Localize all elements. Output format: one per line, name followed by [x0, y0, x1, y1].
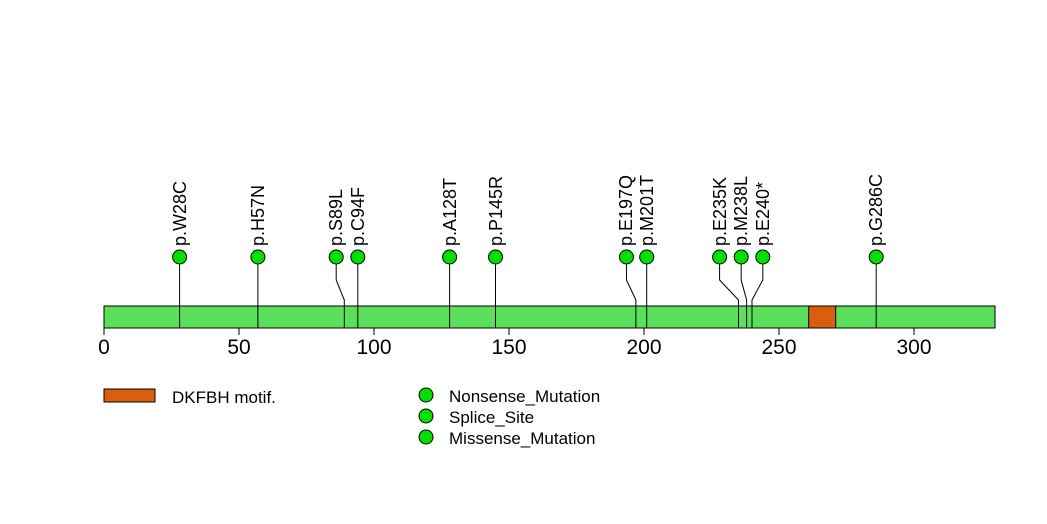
domain-dkfbh-motif- — [808, 305, 837, 329]
mutation-label: p.M238L — [731, 175, 752, 246]
mutation-label: p.C94F — [347, 186, 368, 246]
mutation-type-legend-dot — [418, 408, 434, 424]
mutation-point — [350, 249, 366, 265]
axis-tick-label: 300 — [896, 336, 932, 359]
mutation-stem — [719, 264, 739, 328]
mutation-point — [442, 249, 458, 265]
mutation-point — [328, 249, 344, 265]
mutation-label: p.P145R — [485, 175, 506, 246]
domain-legend-label: DKFBH motif. — [172, 388, 276, 407]
mutation-label: p.E235K — [709, 176, 730, 246]
mutation-point — [172, 249, 188, 265]
mutation-label: p.E197Q — [616, 174, 637, 246]
axis-tick-label: 50 — [227, 336, 251, 359]
legend-label-nonsense-mutation: Nonsense_Mutation — [449, 387, 601, 406]
mutation-label: p.S89L — [326, 188, 347, 246]
mutation-type-legend-dot — [418, 387, 434, 403]
domain-legend-swatch — [103, 388, 156, 403]
mutation-point — [250, 249, 266, 265]
legend-label-missense-mutation: Missense_Mutation — [449, 429, 596, 448]
mutation-point — [618, 249, 634, 265]
axis-tick-label: 100 — [356, 336, 392, 359]
mutation-point — [639, 249, 655, 265]
mutation-label: p.W28C — [169, 180, 190, 246]
axis-tick-label: 250 — [761, 336, 797, 359]
mutation-point — [868, 249, 884, 265]
mutation-stem — [625, 264, 637, 328]
mutation-stem — [751, 264, 764, 328]
mutation-stem — [740, 264, 748, 328]
mutation-stem — [335, 264, 345, 328]
axis-tick-label: 150 — [491, 336, 527, 359]
protein-bar — [103, 305, 996, 329]
mutation-label: p.G286C — [866, 173, 887, 246]
mutation-label: p.A128T — [439, 177, 460, 246]
mutation-label: p.E240* — [752, 181, 773, 246]
mutation-type-legend-dot — [418, 429, 434, 445]
mutation-point — [755, 249, 771, 265]
axis-tick-label: 200 — [626, 336, 662, 359]
mutation-point — [733, 249, 749, 265]
mutation-label: p.H57N — [247, 184, 268, 246]
mutation-point — [488, 249, 503, 265]
mutation-label: p.M201T — [636, 174, 657, 246]
legend-label-splice-site: Splice_Site — [449, 408, 535, 427]
mutation-point — [712, 249, 728, 265]
axis-tick-label: 0 — [98, 336, 110, 359]
